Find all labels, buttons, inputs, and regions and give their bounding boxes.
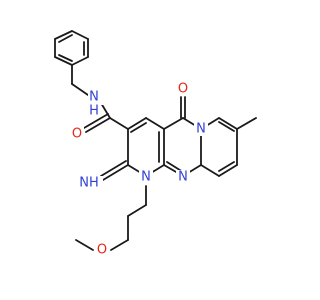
bond	[54, 30, 73, 40]
bond	[130, 122, 147, 133]
bond	[85, 117, 111, 133]
amide-hydrogen-label: H	[89, 104, 99, 119]
amide-oxygen-label-bg	[70, 127, 84, 141]
ring-nitrogen-1-label-bg	[139, 170, 153, 184]
bond	[83, 113, 109, 129]
molecule-structure-diagram: N H O O NH N N N O	[54, 30, 257, 258]
imine-label: NH	[79, 176, 99, 191]
bond	[163, 117, 184, 130]
bond	[58, 34, 73, 43]
bond	[100, 160, 127, 177]
bond	[127, 204, 147, 217]
bond	[109, 117, 129, 130]
bond	[71, 56, 89, 66]
amide-nitrogen-label: N	[89, 90, 99, 105]
bond	[218, 121, 235, 132]
ring-nitrogen-3-label: N	[196, 122, 206, 137]
bond	[218, 161, 235, 172]
bond	[200, 164, 220, 177]
methoxy-oxygen-label-bg	[95, 243, 109, 257]
imine-label-bg	[75, 176, 103, 190]
bond	[75, 239, 94, 251]
bond	[127, 117, 147, 130]
ketone-oxygen-label: O	[178, 82, 188, 97]
ketone-oxygen-label-bg	[176, 82, 190, 96]
ring-nitrogen-2-label: N	[178, 170, 188, 185]
bond	[145, 117, 165, 130]
methoxy-oxygen-label: O	[97, 243, 107, 258]
bond	[54, 56, 73, 66]
amide-nh-label-bg	[88, 89, 104, 105]
atom-label-layer: N H O O NH N N N O	[70, 82, 208, 258]
bond	[218, 164, 238, 177]
bond	[110, 239, 129, 251]
ring-nitrogen-1-label: N	[141, 170, 151, 185]
bond-layer	[54, 30, 257, 251]
amide-oxygen-label: O	[72, 127, 82, 142]
ring-nitrogen-3-label-bg	[194, 122, 208, 136]
bond	[102, 164, 129, 181]
bond	[58, 54, 73, 62]
bond	[236, 117, 257, 130]
bond	[71, 30, 89, 40]
bond	[218, 117, 238, 130]
bond	[100, 102, 111, 119]
bond	[71, 83, 89, 96]
ring-nitrogen-2-label-bg	[176, 170, 190, 184]
